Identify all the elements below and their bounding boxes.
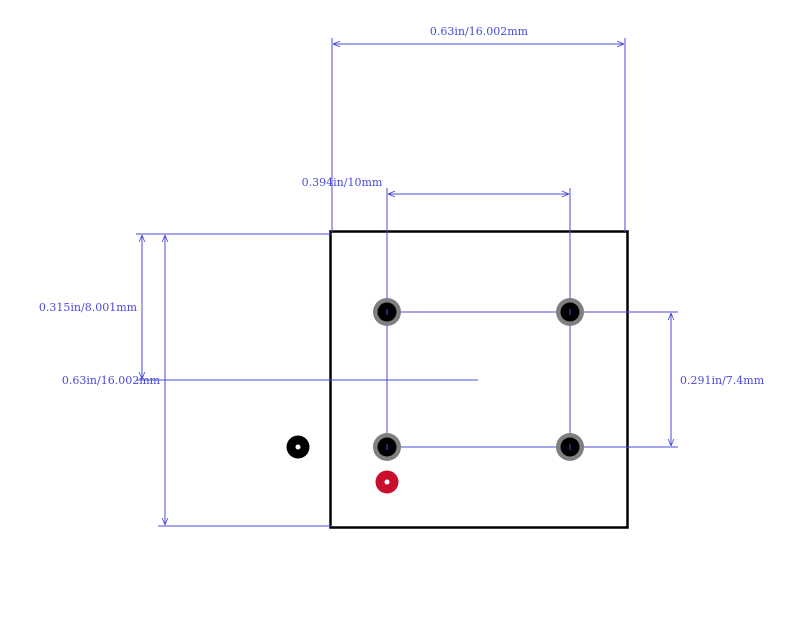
overall-height-label: 0.63in/16.002mm (62, 374, 161, 387)
dimension-lines (136, 38, 678, 527)
pads (373, 298, 584, 461)
overall-width-label: 0.63in/16.002mm (430, 25, 529, 38)
pin-pitch-x-label: 0.394in/10mm (302, 176, 383, 189)
pin1-marker (375, 470, 399, 494)
polarity-dot (286, 435, 310, 459)
half-height-label: 0.315in/8.001mm (39, 301, 138, 314)
pin-pitch-y-label: 0.291in/7.4mm (680, 374, 765, 387)
